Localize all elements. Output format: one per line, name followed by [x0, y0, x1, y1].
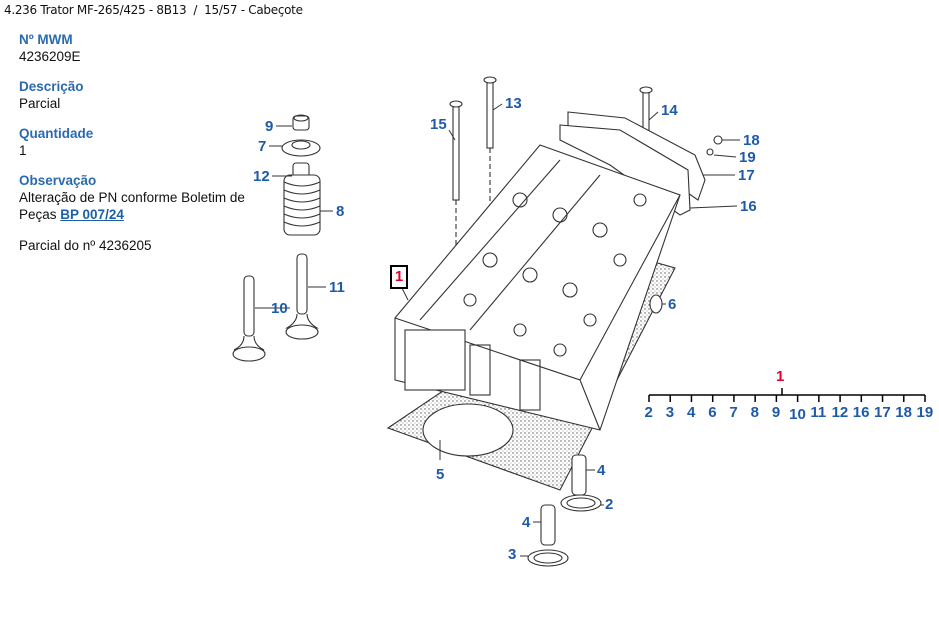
tree-item-17[interactable]: 17: [874, 404, 891, 421]
callout-2[interactable]: 2: [605, 496, 614, 513]
valve-spring-part: [283, 174, 321, 236]
mwm-number-label: Nº MWM: [19, 32, 73, 47]
tree-item-8[interactable]: 8: [750, 404, 759, 421]
tree-item-19[interactable]: 19: [916, 404, 934, 421]
tree-item-18[interactable]: 18: [895, 404, 912, 421]
callout-7[interactable]: 7: [258, 138, 267, 155]
part-details-panel: Nº MWM 4236209E Descrição Parcial Quanti…: [19, 32, 254, 254]
tree-item-16[interactable]: 16: [852, 404, 870, 421]
callout-15[interactable]: 15: [430, 116, 447, 133]
exhaust-valve-part: [232, 275, 266, 362]
callout-10[interactable]: 10: [271, 300, 288, 317]
spring-cap-part: [281, 139, 321, 157]
callout-16[interactable]: 16: [740, 198, 757, 215]
tree-item-7[interactable]: 7: [729, 404, 738, 421]
tree-item-4[interactable]: 4: [686, 404, 696, 421]
callout-4-lower[interactable]: 4: [522, 514, 531, 531]
tree-item-9[interactable]: 9: [771, 404, 781, 421]
callout-11[interactable]: 11: [329, 279, 345, 296]
observation-text: Alteração de PN conforme Boletim de Peça…: [19, 190, 245, 222]
quantity-label: Quantidade: [19, 126, 94, 141]
valve-guides-seats: [527, 454, 602, 567]
description-label: Descrição: [19, 79, 84, 94]
callout-19[interactable]: 19: [739, 149, 756, 166]
tree-item-6[interactable]: 6: [708, 404, 717, 421]
mwm-number-value: 4236209E: [19, 49, 81, 64]
callout-9[interactable]: 9: [265, 118, 274, 135]
callout-18[interactable]: 18: [743, 132, 760, 149]
tree-root-1[interactable]: 1: [776, 368, 785, 385]
callout-4-upper[interactable]: 4: [597, 462, 606, 479]
callout-12[interactable]: 12: [253, 168, 270, 185]
breadcrumb: 4.236 Trator MF-265/425 - 8B13 / 15/57 -…: [4, 3, 303, 17]
description-value: Parcial: [19, 96, 61, 111]
callout-8[interactable]: 8: [336, 203, 345, 220]
callout-3[interactable]: 3: [508, 546, 517, 563]
parts-tree-lines: [648, 388, 926, 402]
callout-1-selected[interactable]: 1: [390, 265, 408, 289]
callout-17[interactable]: 17: [738, 167, 755, 184]
tree-item-3[interactable]: 3: [665, 404, 675, 421]
callout-14[interactable]: 14: [661, 102, 678, 119]
observation-value: Alteração de PN conforme Boletim de Peça…: [19, 189, 254, 223]
partial-note: Parcial do nº 4236205: [19, 238, 152, 253]
valve-keeper-part: [292, 114, 310, 131]
tree-item-2[interactable]: 2: [644, 404, 653, 421]
cylinder-head-part: [394, 144, 681, 431]
intake-valve-part: [285, 253, 319, 340]
tree-item-10[interactable]: 10: [789, 406, 806, 423]
bulletin-link[interactable]: BP 007/24: [60, 207, 124, 222]
callout-5[interactable]: 5: [436, 466, 445, 483]
observation-label: Observação: [19, 173, 97, 188]
tree-item-12[interactable]: 12: [831, 404, 849, 421]
plug-part: [649, 294, 663, 314]
quantity-value: 1: [19, 143, 27, 158]
callout-6[interactable]: 6: [668, 296, 677, 313]
leader-lines: [255, 103, 740, 557]
callout-13[interactable]: 13: [505, 95, 522, 112]
tree-item-11[interactable]: 11: [810, 404, 827, 421]
